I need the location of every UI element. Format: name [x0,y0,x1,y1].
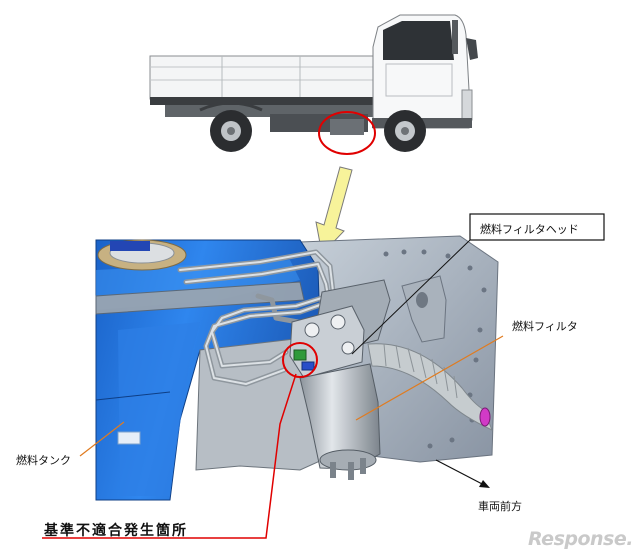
fuel-filter-head-label: 燃料フィルタヘッド [480,223,579,236]
detail-illustration [95,235,499,501]
fuel-filter-label: 燃料フィルタ [512,320,578,333]
truck-illustration [149,14,478,155]
vehicle-front-label: 車両前方 [478,500,522,513]
defect-location-label: 基準不適合発生箇所 [44,523,188,539]
filter-head-label-box [469,213,605,241]
response-watermark: Response. [528,528,633,550]
fuel-tank-label: 燃料タンク [16,454,71,467]
callout-lines [42,213,605,539]
